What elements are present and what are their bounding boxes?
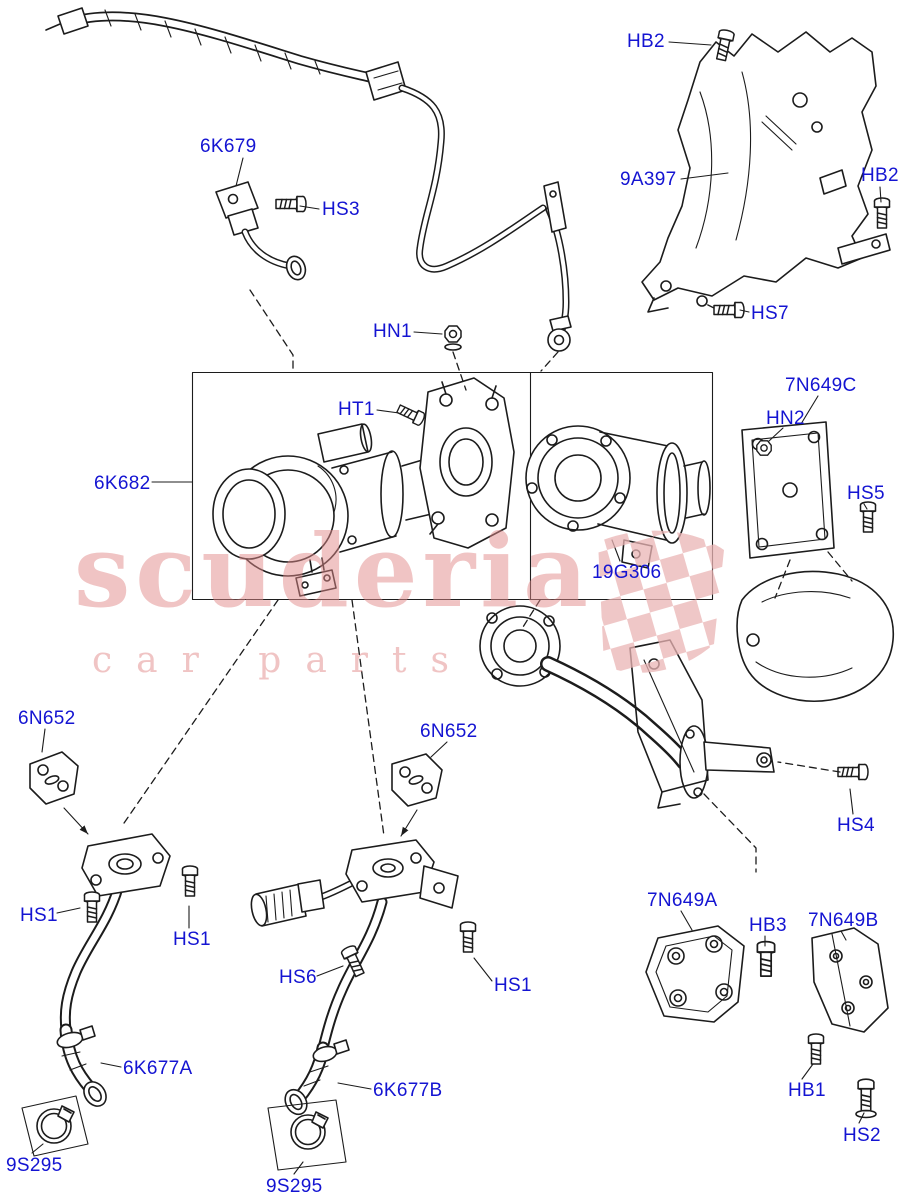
bolt-HS4 — [837, 763, 869, 781]
clamp-9S295-left-drawing — [21, 1095, 89, 1157]
nut-HN1 — [444, 325, 462, 351]
stud-HT1 — [395, 401, 427, 427]
watermark-subtitle-text: car parts — [92, 640, 473, 681]
part-label-HS3[interactable]: HS3 — [322, 199, 360, 220]
oil-drain-tube-6K677B-drawing — [250, 839, 459, 1116]
part-label-6K679[interactable]: 6K679 — [200, 136, 257, 157]
part-label-HS7[interactable]: HS7 — [751, 303, 789, 324]
turbocharger-6K682-drawing — [212, 377, 515, 597]
oil-drain-tube-6K677A-drawing — [56, 833, 171, 1107]
part-label-9S295-left[interactable]: 9S295 — [6, 1155, 63, 1176]
part-label-HB3[interactable]: HB3 — [749, 915, 787, 936]
part-label-6N652-left[interactable]: 6N652 — [18, 708, 76, 729]
oil-feed-pipe-drawing — [45, 7, 572, 352]
part-label-HB2-top[interactable]: HB2 — [627, 31, 665, 52]
bolt-HS5 — [859, 501, 877, 533]
bolt-HB1 — [807, 1033, 825, 1065]
nut-HN2 — [756, 440, 772, 456]
watermark-brand-text: scuderia — [74, 512, 593, 630]
part-label-HS2[interactable]: HS2 — [843, 1125, 881, 1146]
part-label-HS6[interactable]: HS6 — [279, 967, 317, 988]
part-label-7N649C[interactable]: 7N649C — [785, 375, 857, 396]
part-label-HS1-center[interactable]: HS1 — [494, 975, 532, 996]
part-label-9S295-center[interactable]: 9S295 — [266, 1176, 323, 1197]
catalytic-converter-19G306-drawing — [525, 425, 711, 569]
part-label-HN1[interactable]: HN1 — [373, 321, 412, 342]
bolt-HS1-left-inner — [181, 865, 199, 897]
bolt-HS3 — [275, 195, 307, 213]
gasket-6N652-left-drawing — [29, 751, 79, 805]
part-label-HN2[interactable]: HN2 — [766, 408, 805, 429]
bolt-HS1-left-outer — [83, 891, 101, 923]
part-label-HT1[interactable]: HT1 — [338, 399, 375, 420]
construction-lines — [121, 289, 853, 873]
part-label-7N649B[interactable]: 7N649B — [808, 910, 879, 931]
bolt-HB2-right — [873, 197, 891, 229]
coolant-tube-6K679-drawing — [215, 181, 307, 281]
part-label-HS1-left-inner[interactable]: HS1 — [173, 929, 211, 950]
bracket-7N649A-drawing — [645, 925, 745, 1023]
part-label-6K682[interactable]: 6K682 — [94, 473, 151, 494]
heat-shield-9A397-drawing — [641, 31, 891, 313]
clamp-9S295-center-drawing — [267, 1099, 347, 1171]
bracket-7N649B-drawing — [811, 927, 889, 1033]
egr-pipe-drawing — [479, 605, 775, 809]
part-label-HS5[interactable]: HS5 — [847, 483, 885, 504]
engine-cover-drawing — [736, 570, 895, 702]
bolt-HS2 — [855, 1078, 877, 1119]
part-label-6K677B[interactable]: 6K677B — [373, 1080, 443, 1101]
part-label-HS1-left-outer[interactable]: HS1 — [20, 905, 58, 926]
part-label-19G306[interactable]: 19G306 — [592, 562, 662, 583]
part-label-6N652-center[interactable]: 6N652 — [420, 721, 478, 742]
part-label-HB1[interactable]: HB1 — [788, 1080, 826, 1101]
watermark-flag — [598, 530, 724, 673]
part-label-HS4[interactable]: HS4 — [837, 815, 875, 836]
part-label-HB2-right[interactable]: HB2 — [861, 165, 899, 186]
bolt-HB3 — [756, 940, 776, 978]
part-label-7N649A[interactable]: 7N649A — [647, 890, 718, 911]
part-label-6K677A[interactable]: 6K677A — [123, 1058, 193, 1079]
bolt-HS1-center — [459, 921, 477, 953]
bracket-7N649C-drawing — [741, 421, 835, 559]
gasket-6N652-center-drawing — [391, 753, 443, 807]
part-label-9A397[interactable]: 9A397 — [620, 169, 677, 190]
